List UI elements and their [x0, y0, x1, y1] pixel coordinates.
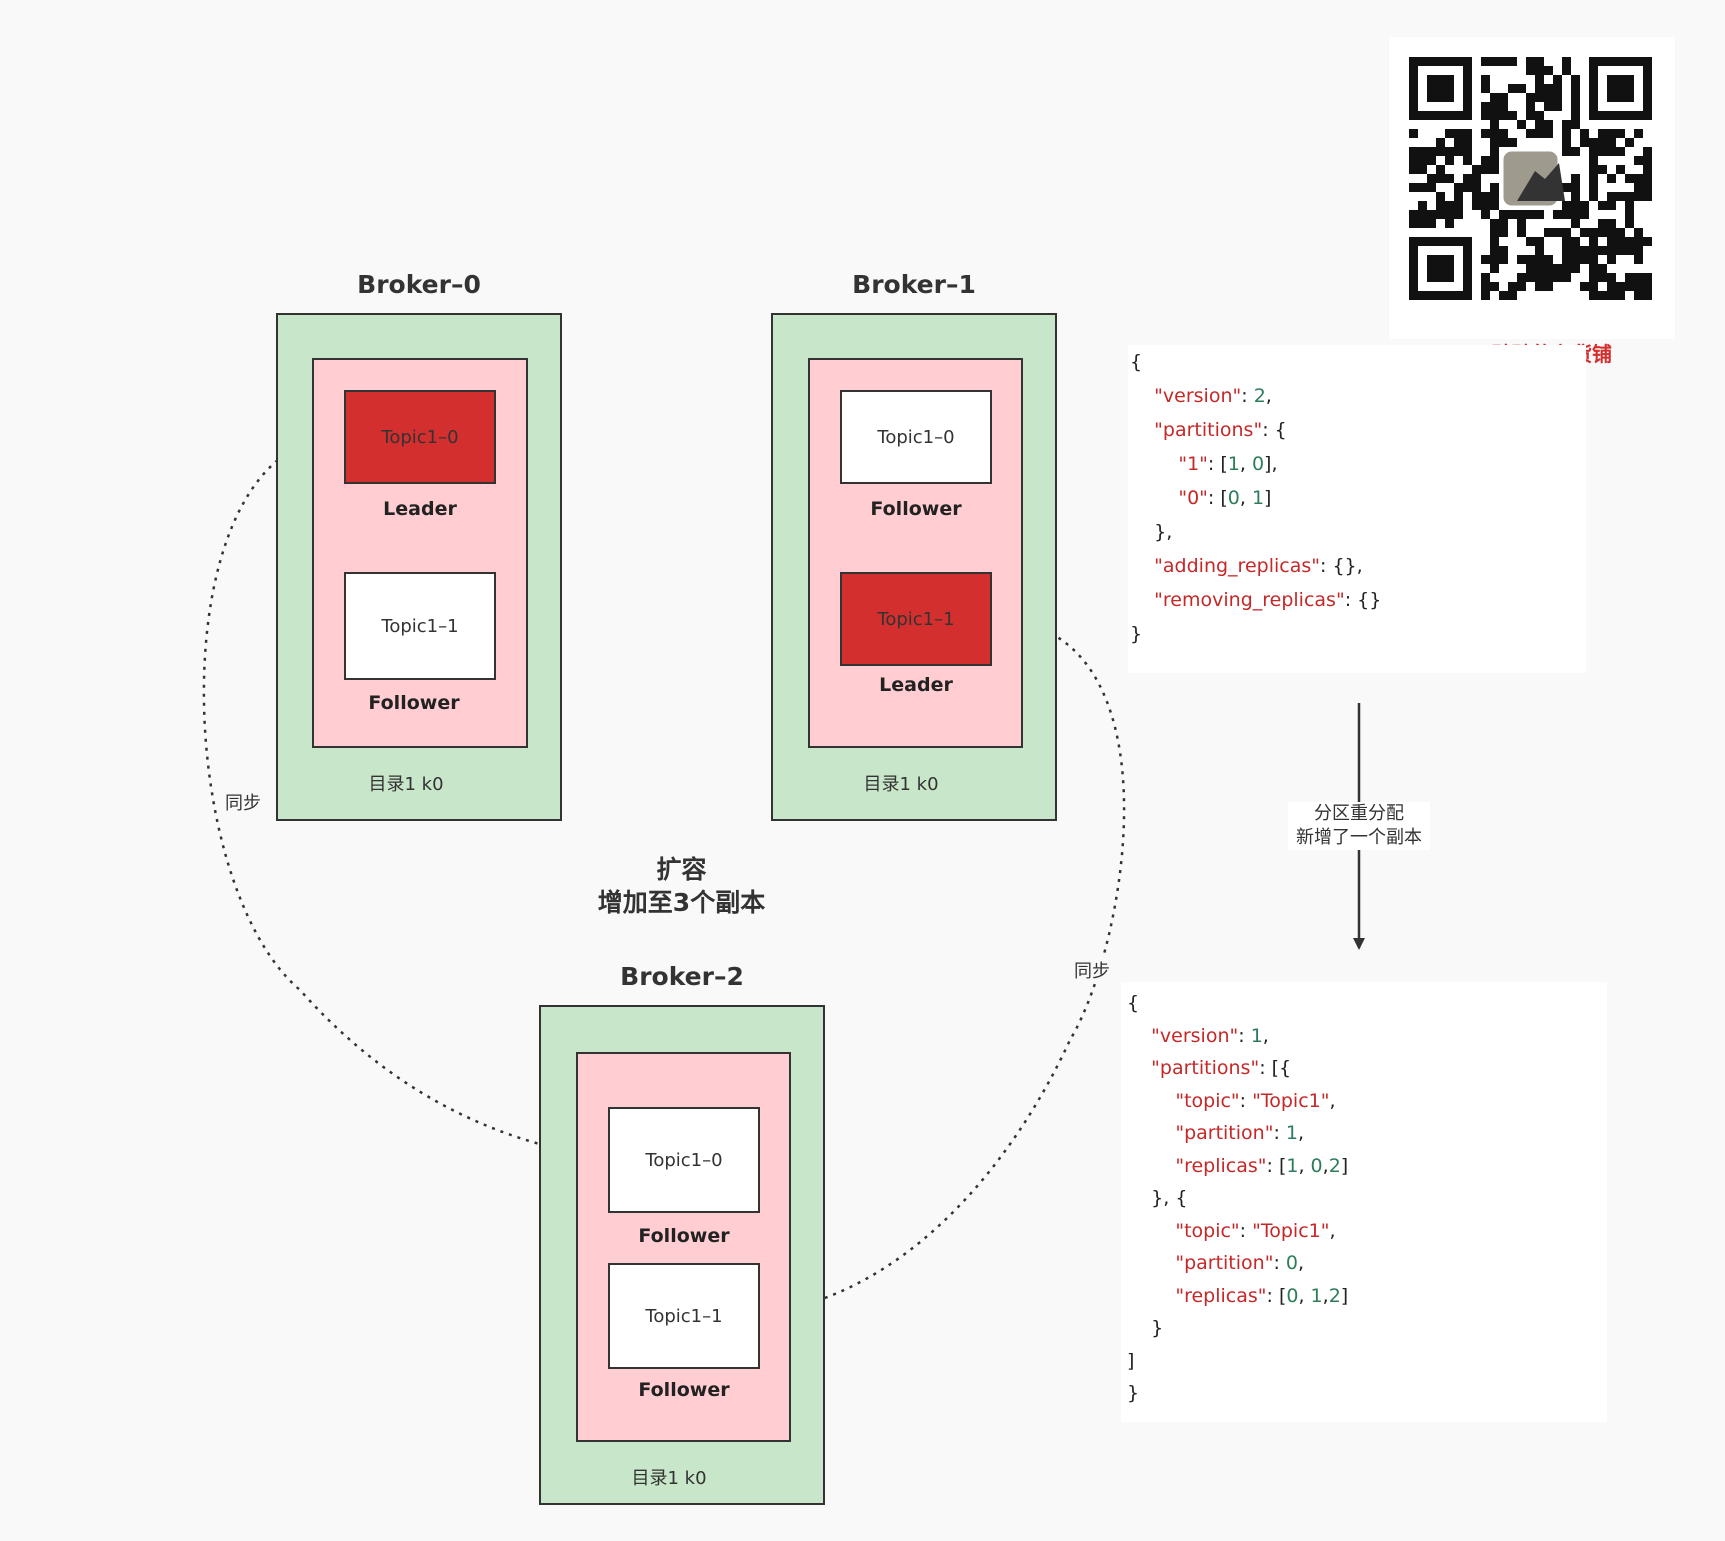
broker-2: Topic1–0 Follower Topic1–1 Follower 目录1 …: [539, 1005, 825, 1505]
broker-1: Topic1–0 Follower Topic1–1 Leader 目录1 k0: [771, 313, 1057, 821]
qr-code: [1389, 37, 1675, 339]
reassign-arrow-label: 分区重分配 新增了一个副本: [1288, 802, 1430, 850]
broker-2-dir-label: 目录1 k0: [631, 1468, 707, 1489]
broker-0-partition-topic1-0: Topic1–0: [344, 390, 496, 484]
json-line: }: [1130, 623, 1143, 645]
json-line: {: [1130, 351, 1143, 373]
broker-2-partition-topic1-0: Topic1–0: [608, 1107, 760, 1213]
json-line: },: [1130, 521, 1173, 543]
json-line: "replicas": [0, 1,2]: [1175, 1284, 1349, 1307]
broker-1-log-dir: Topic1–0 Follower Topic1–1 Leader: [808, 358, 1023, 748]
broker-1-role-topic1-1: Leader: [879, 674, 953, 696]
broker-0-role-topic1-1: Follower: [368, 692, 460, 714]
broker-2-title: Broker–2: [620, 962, 744, 991]
reassign-label-line2: 新增了一个副本: [1296, 827, 1422, 848]
broker-2-role-topic1-1: Follower: [638, 1379, 730, 1401]
json-line: "partition": 0,: [1175, 1252, 1305, 1274]
reassign-label-line1: 分区重分配: [1314, 803, 1404, 824]
broker-0-dir-label: 目录1 k0: [368, 774, 444, 795]
expand-title: 扩容 增加至3个副本: [560, 853, 803, 919]
json-line: "adding_replicas": {},: [1154, 555, 1363, 577]
json-line: "version": 2,: [1154, 385, 1272, 407]
json-line: "partition": 1,: [1175, 1122, 1305, 1144]
broker-1-partition-topic1-1: Topic1–1: [840, 572, 992, 666]
broker-1-partition-topic1-0: Topic1–0: [840, 390, 992, 484]
json-before: { "version": 2, "partitions": { "1": [1,…: [1128, 345, 1586, 673]
broker-0-log-dir: Topic1–0 Leader Topic1–1 Follower: [312, 358, 528, 748]
expand-title-line2: 增加至3个副本: [597, 888, 766, 917]
json-line: }: [1127, 1317, 1164, 1339]
sync-label-right: 同步: [1074, 957, 1110, 983]
broker-2-partition-topic1-1: Topic1–1: [608, 1263, 760, 1369]
broker-1-dir-label: 目录1 k0: [863, 774, 939, 795]
json-line: "replicas": [1, 0,2]: [1175, 1154, 1349, 1177]
broker-0-role-topic1-0: Leader: [383, 498, 457, 520]
json-line: ]: [1127, 1349, 1135, 1372]
json-line: {: [1127, 992, 1140, 1014]
json-line: "partitions": [{: [1151, 1057, 1292, 1079]
broker-2-role-topic1-0: Follower: [638, 1225, 730, 1247]
broker-1-title: Broker–1: [852, 270, 976, 299]
json-after: { "version": 1, "partitions": [{ "topic"…: [1121, 982, 1607, 1422]
qr-code-pattern: [1409, 57, 1652, 300]
broker-0: Topic1–0 Leader Topic1–1 Follower 目录1 k0: [276, 313, 562, 821]
broker-1-role-topic1-0: Follower: [870, 498, 962, 520]
json-line: "topic": "Topic1",: [1175, 1089, 1336, 1112]
json-line: "0": [0, 1]: [1178, 487, 1272, 509]
broker-0-partition-topic1-1: Topic1–1: [344, 572, 496, 680]
json-line: "topic": "Topic1",: [1175, 1219, 1336, 1242]
broker-2-log-dir: Topic1–0 Follower Topic1–1 Follower: [576, 1052, 791, 1442]
broker-0-title: Broker–0: [357, 270, 481, 299]
sync-arrow-topic1-0: [202, 434, 608, 1163]
sync-label-left: 同步: [225, 789, 261, 815]
expand-title-line1: 扩容: [656, 855, 707, 884]
json-line: }, {: [1127, 1187, 1188, 1209]
json-line: "version": 1,: [1151, 1024, 1269, 1047]
json-line: "removing_replicas": {}: [1154, 589, 1382, 611]
json-line: "partitions": {: [1154, 419, 1287, 441]
json-line: }: [1127, 1382, 1140, 1404]
sync-arrow-topic1-1: [754, 617, 1126, 1319]
json-line: "1": [1, 0],: [1178, 453, 1278, 475]
